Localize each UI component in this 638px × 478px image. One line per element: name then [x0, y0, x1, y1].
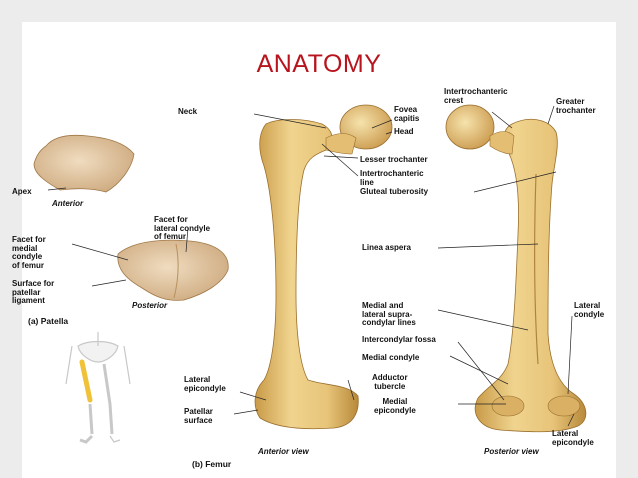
- anatomy-figure: Apex Anterior Facet for lateral condyle …: [8, 84, 630, 478]
- label-posterior-view: Posterior view: [484, 447, 539, 456]
- label-facet-lateral: Facet for lateral condyle of femur: [154, 215, 211, 242]
- label-patella-anterior: Anterior: [52, 199, 84, 208]
- label-line: Medial and: [362, 301, 404, 310]
- label-line: condyle: [12, 252, 43, 261]
- femur-posterior: [474, 118, 587, 433]
- label-line: Facet for: [12, 235, 46, 244]
- femur-head-posterior: [445, 104, 495, 150]
- label-adductor-tubercle: Adductor tubercle: [372, 373, 408, 391]
- label-supracondylar-lines: Medial and lateral supra- condylar lines: [362, 301, 416, 328]
- caption-femur: (b) Femur: [192, 459, 232, 469]
- label-line: Lateral: [552, 429, 579, 438]
- slide-title: ANATOMY: [256, 50, 382, 78]
- label-line: Greater: [556, 97, 585, 106]
- label-line: epicondyle: [184, 383, 226, 393]
- label-line: of femur: [154, 232, 186, 241]
- label-line: Surface for: [12, 279, 55, 288]
- label-neck: Neck: [178, 107, 198, 116]
- label-line: patellar: [12, 287, 41, 297]
- label-intercondylar-fossa: Intercondylar fossa: [362, 335, 436, 344]
- label-line: lateral supra-: [362, 309, 413, 319]
- label-lesser-trochanter: Lesser trochanter: [360, 155, 428, 164]
- label-patella-posterior: Posterior: [132, 301, 168, 310]
- label-line: Facet for: [154, 215, 188, 224]
- label-line: medial: [12, 243, 38, 253]
- patella-anterior: [33, 134, 135, 193]
- label-line: crest: [444, 95, 464, 105]
- label-fovea-capitis: Fovea capitis: [394, 105, 420, 123]
- label-line: condyle: [574, 309, 605, 319]
- label-line: Medial: [382, 397, 408, 406]
- label-linea-aspera: Linea aspera: [362, 243, 411, 252]
- patella-posterior: [117, 239, 229, 301]
- label-surface-patellar-ligament: Surface for patellar ligament: [12, 279, 55, 306]
- label-medial-epicondyle: Medial epicondyle: [374, 397, 416, 415]
- label-lateral-epicondyle-left: Lateral epicondyle: [184, 375, 226, 393]
- label-line: lateral condyle: [154, 223, 211, 233]
- label-line: Lateral: [184, 375, 211, 384]
- label-line: condylar lines: [362, 318, 416, 327]
- label-line: Lateral: [574, 301, 601, 310]
- label-line: capitis: [394, 113, 420, 123]
- label-patellar-surface: Patellar surface: [184, 407, 213, 425]
- label-line: surface: [184, 415, 213, 425]
- label-line: of femur: [12, 260, 44, 270]
- label-anterior-view: Anterior view: [258, 447, 309, 456]
- bone-illustration: [33, 104, 587, 444]
- label-line: ligament: [12, 296, 45, 305]
- label-apex: Apex: [12, 187, 32, 196]
- label-line: trochanter: [556, 105, 596, 115]
- label-head: Head: [394, 127, 414, 136]
- label-facet-medial: Facet for medial condyle of femur: [12, 235, 46, 270]
- label-gluteal-tuberosity: Gluteal tuberosity: [360, 187, 429, 196]
- label-line: epicondyle: [374, 405, 416, 415]
- label-medial-condyle: Medial condyle: [362, 353, 420, 362]
- label-line: epicondyle: [552, 437, 594, 447]
- label-line: tubercle: [374, 381, 406, 391]
- highlighted-femur: [79, 359, 93, 403]
- label-lateral-epicondyle-right: Lateral epicondyle: [552, 429, 594, 447]
- label-greater-trochanter: Greater trochanter: [556, 97, 596, 115]
- label-line: line: [360, 177, 374, 187]
- label-line: Intertrochanteric: [444, 87, 508, 96]
- label-intertrochanteric-crest: Intertrochanteric crest: [444, 87, 508, 105]
- label-line: Fovea: [394, 105, 418, 114]
- label-lateral-condyle: Lateral condyle: [574, 301, 605, 319]
- label-line: Adductor: [372, 373, 408, 382]
- label-intertrochanteric-line: Intertrochanteric line: [360, 169, 424, 187]
- caption-patella: (a) Patella: [28, 316, 69, 326]
- leader-lines: [47, 105, 575, 427]
- label-line: Patellar: [184, 407, 213, 416]
- femur-anterior: [254, 119, 359, 430]
- label-line: Intertrochanteric: [360, 169, 424, 178]
- skeleton-thumbnail: [65, 332, 131, 443]
